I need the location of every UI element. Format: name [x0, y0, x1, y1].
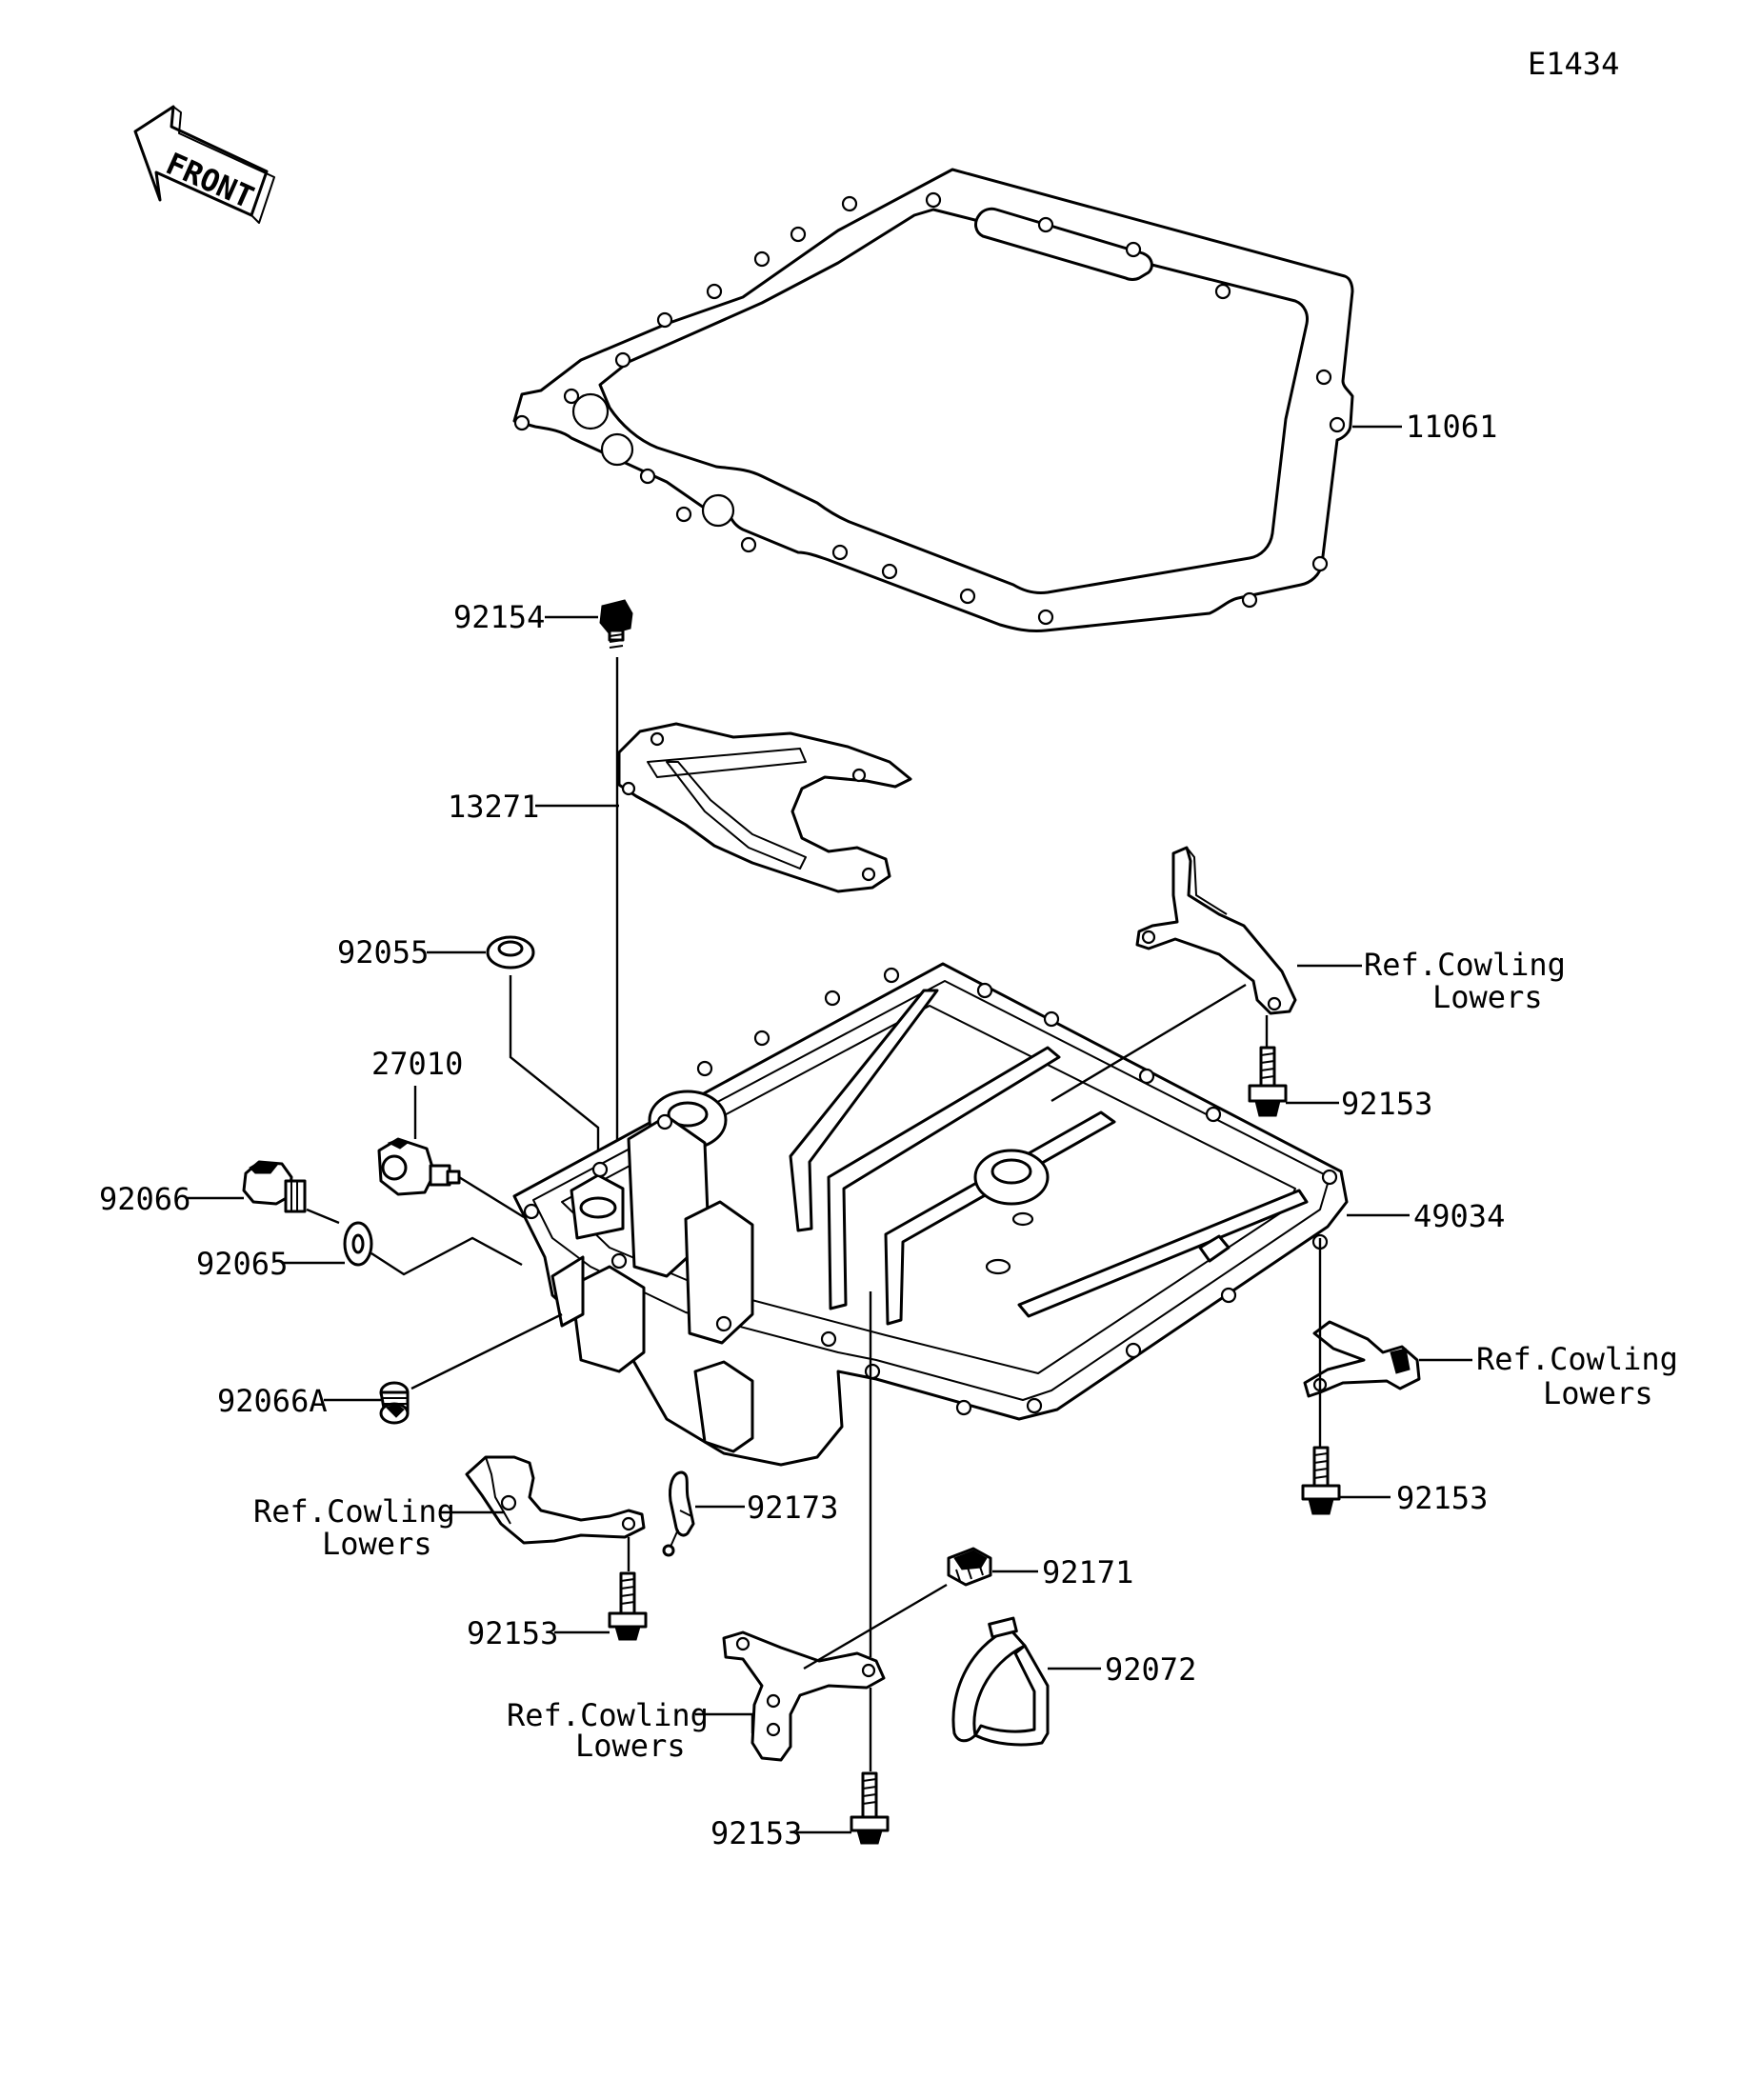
ref-top-right-line1[interactable]: Ref.Cowling	[1364, 947, 1566, 983]
bolt-92154[interactable]	[599, 599, 633, 649]
label-92153-a[interactable]: 92153	[1341, 1086, 1432, 1122]
washer-92065[interactable]	[343, 1221, 373, 1267]
ref-left-line1[interactable]: Ref.Cowling	[253, 1493, 455, 1530]
baffle-plate[interactable]	[617, 722, 912, 893]
bolt-92153-c[interactable]	[608, 1571, 648, 1641]
ref-bottom-line1[interactable]: Ref.Cowling	[507, 1697, 709, 1733]
label-92173[interactable]: 92173	[747, 1490, 838, 1526]
label-49034[interactable]: 49034	[1413, 1198, 1505, 1234]
cowling-bracket-mid-right	[1303, 1320, 1421, 1398]
ref-mid-right-line2[interactable]: Lowers	[1543, 1375, 1653, 1411]
label-92154[interactable]: 92154	[453, 599, 545, 635]
diagram-code: E1434	[1528, 46, 1619, 82]
label-11061[interactable]: 11061	[1406, 409, 1497, 445]
band-92072[interactable]	[951, 1616, 1050, 1747]
cowling-bracket-bottom	[722, 1630, 886, 1762]
label-92066A[interactable]: 92066A	[217, 1383, 328, 1419]
ref-left-line2[interactable]: Lowers	[322, 1526, 432, 1562]
ref-top-right-line2[interactable]: Lowers	[1432, 979, 1543, 1015]
oring-92055[interactable]	[486, 935, 535, 970]
label-92153-b[interactable]: 92153	[1396, 1480, 1488, 1516]
label-92065[interactable]: 92065	[196, 1246, 288, 1282]
oil-pan-ribs	[789, 989, 1309, 1326]
label-92153-d[interactable]: 92153	[710, 1815, 802, 1851]
gasket-bolt-holes	[513, 191, 1346, 626]
oil-pan-bosses	[550, 1090, 1050, 1453]
clip-92173[interactable]	[662, 1470, 695, 1557]
label-92072[interactable]: 92072	[1105, 1651, 1196, 1688]
label-92066[interactable]: 92066	[99, 1181, 190, 1217]
plug-92066A[interactable]	[379, 1381, 410, 1425]
cowling-bracket-top-right	[1135, 846, 1297, 1015]
label-92153-c[interactable]: 92153	[467, 1615, 558, 1651]
clamp-92171[interactable]	[947, 1547, 992, 1587]
oil-pan-flange-holes	[523, 967, 1338, 1416]
front-arrow-icon: FRONT	[133, 105, 275, 224]
oil-pressure-switch[interactable]	[377, 1137, 461, 1196]
label-92055[interactable]: 92055	[337, 934, 429, 970]
bolt-92153-a[interactable]	[1248, 1046, 1288, 1117]
ref-mid-right-line1[interactable]: Ref.Cowling	[1476, 1341, 1678, 1377]
ref-bottom-line2[interactable]: Lowers	[575, 1728, 686, 1764]
bolt-92153-d[interactable]	[850, 1771, 890, 1845]
label-27010[interactable]: 27010	[371, 1046, 463, 1082]
bolt-92153-b[interactable]	[1301, 1446, 1341, 1515]
label-13271[interactable]: 13271	[448, 789, 539, 825]
oil-pan[interactable]	[512, 962, 1349, 1467]
drain-plug-92066[interactable]	[242, 1160, 307, 1213]
oil-pan-gasket[interactable]	[512, 168, 1354, 632]
label-92171[interactable]: 92171	[1042, 1554, 1133, 1590]
cowling-bracket-left	[465, 1455, 646, 1545]
